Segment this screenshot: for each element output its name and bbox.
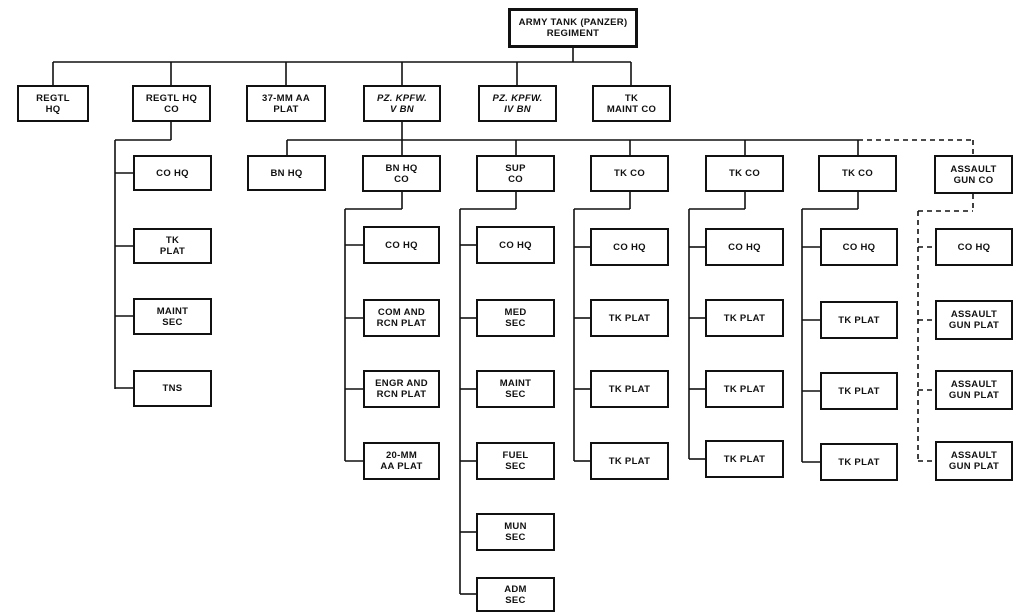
tkco3-co-hq-label: CO HQ bbox=[842, 241, 876, 253]
tkco2-tk-plat-3-label: TK PLAT bbox=[723, 453, 766, 465]
tkco3-tk-plat-1-label: TK PLAT bbox=[838, 314, 880, 326]
regtl-co-hq-box: CO HQ bbox=[133, 155, 212, 191]
bn-hq-co-box: BN HQ CO bbox=[362, 155, 441, 192]
regtl-hq-label: REGTL HQ bbox=[36, 92, 70, 115]
sup-co-box: SUP CO bbox=[476, 155, 555, 192]
tk-maint-co-box: TK MAINT CO bbox=[592, 85, 671, 122]
regtl-tk-plat-box: TK PLAT bbox=[133, 228, 212, 264]
med-sec-box: MED SEC bbox=[476, 299, 555, 337]
pz-kpfw-iv-bn-box: PZ. KPFW. IV BN bbox=[478, 85, 557, 122]
assault-gun-plat-3-box: ASSAULT GUN PLAT bbox=[935, 441, 1013, 481]
mun-sec-box: MUN SEC bbox=[476, 513, 555, 551]
adm-sec-label: ADM SEC bbox=[504, 583, 527, 606]
tkco3-tk-plat-2-label: TK PLAT bbox=[838, 385, 880, 397]
tkco3-tk-plat-3-box: TK PLAT bbox=[820, 443, 898, 481]
regiment-label: ARMY TANK (PANZER) REGIMENT bbox=[518, 17, 628, 39]
aa-plat-20mm-box: 20-MM AA PLAT bbox=[363, 442, 440, 480]
tkco2-co-hq-box: CO HQ bbox=[705, 228, 784, 266]
tkco3-co-hq-box: CO HQ bbox=[820, 228, 898, 266]
regtl-tns-box: TNS bbox=[133, 370, 212, 407]
assault-gun-plat-1-box: ASSAULT GUN PLAT bbox=[935, 300, 1013, 340]
assault-gun-plat-2-label: ASSAULT GUN PLAT bbox=[948, 379, 1000, 401]
aa-plat-20mm-label: 20-MM AA PLAT bbox=[380, 450, 423, 472]
med-sec-label: MED SEC bbox=[504, 307, 527, 329]
supco-co-hq-box: CO HQ bbox=[476, 226, 555, 264]
assault-gun-plat-2-box: ASSAULT GUN PLAT bbox=[935, 370, 1013, 410]
tk-co-1-box: TK CO bbox=[590, 155, 669, 192]
tkco2-tk-plat-2-box: TK PLAT bbox=[705, 370, 784, 408]
regtl-maint-sec-label: MAINT SEC bbox=[156, 305, 189, 328]
regtl-co-hq-label: CO HQ bbox=[156, 167, 189, 179]
regtl-hq-co-box: REGTL HQ CO bbox=[132, 85, 211, 122]
tkco1-tk-plat-3-box: TK PLAT bbox=[590, 442, 669, 480]
assault-gun-plat-1-label: ASSAULT GUN PLAT bbox=[948, 309, 1000, 331]
bn-hq-label: BN HQ bbox=[270, 167, 303, 179]
regiment-box: ARMY TANK (PANZER) REGIMENT bbox=[508, 8, 638, 48]
pz-kpfw-v-bn-label: PZ. KPFW. V BN bbox=[376, 92, 428, 115]
regtl-tns-label: TNS bbox=[162, 383, 183, 394]
tkco2-tk-plat-3-box: TK PLAT bbox=[705, 440, 784, 478]
pz-kpfw-v-bn-box: PZ. KPFW. V BN bbox=[363, 85, 441, 122]
tkco1-tk-plat-3-label: TK PLAT bbox=[608, 455, 651, 467]
tk-co-3-label: TK CO bbox=[841, 168, 874, 179]
bn-hq-box: BN HQ bbox=[247, 155, 326, 191]
engr-rcn-plat-label: ENGR AND RCN PLAT bbox=[375, 378, 428, 400]
agco-co-hq-label: CO HQ bbox=[957, 241, 991, 253]
supco-co-hq-label: CO HQ bbox=[499, 239, 532, 251]
tkco1-tk-plat-2-label: TK PLAT bbox=[608, 383, 651, 395]
bn-hq-co-label: BN HQ CO bbox=[385, 162, 418, 185]
supco-maint-sec-label: MAINT SEC bbox=[499, 378, 532, 400]
assault-gun-co-label: ASSAULT GUN CO bbox=[950, 163, 997, 186]
aa-plat-37mm-box: 37-MM AA PLAT bbox=[246, 85, 326, 122]
tkco1-tk-plat-2-box: TK PLAT bbox=[590, 370, 669, 408]
bnhqco-co-hq-box: CO HQ bbox=[363, 226, 440, 264]
tkco1-tk-plat-1-label: TK PLAT bbox=[608, 312, 651, 324]
fuel-sec-label: FUEL SEC bbox=[502, 450, 529, 472]
tkco3-tk-plat-3-label: TK PLAT bbox=[838, 456, 880, 468]
fuel-sec-box: FUEL SEC bbox=[476, 442, 555, 480]
mun-sec-label: MUN SEC bbox=[504, 521, 527, 543]
tkco2-tk-plat-1-box: TK PLAT bbox=[705, 299, 784, 337]
regtl-maint-sec-box: MAINT SEC bbox=[133, 298, 212, 335]
tk-co-3-box: TK CO bbox=[818, 155, 897, 192]
bnhqco-co-hq-label: CO HQ bbox=[385, 239, 418, 251]
tk-co-2-box: TK CO bbox=[705, 155, 784, 192]
com-rcn-plat-box: COM AND RCN PLAT bbox=[363, 299, 440, 337]
tkco1-co-hq-box: CO HQ bbox=[590, 228, 669, 266]
agco-co-hq-box: CO HQ bbox=[935, 228, 1013, 266]
regtl-hq-box: REGTL HQ bbox=[17, 85, 89, 122]
sup-co-label: SUP CO bbox=[505, 162, 526, 185]
engr-rcn-plat-box: ENGR AND RCN PLAT bbox=[363, 370, 440, 408]
pz-kpfw-iv-bn-label: PZ. KPFW. IV BN bbox=[492, 92, 543, 115]
tkco2-tk-plat-1-label: TK PLAT bbox=[723, 312, 766, 324]
assault-gun-co-box: ASSAULT GUN CO bbox=[934, 155, 1013, 194]
tkco3-tk-plat-2-box: TK PLAT bbox=[820, 372, 898, 410]
regtl-hq-co-label: REGTL HQ CO bbox=[145, 92, 198, 115]
tkco2-co-hq-label: CO HQ bbox=[728, 241, 761, 253]
adm-sec-box: ADM SEC bbox=[476, 577, 555, 612]
com-rcn-plat-label: COM AND RCN PLAT bbox=[376, 307, 427, 329]
assault-gun-plat-3-label: ASSAULT GUN PLAT bbox=[948, 450, 1000, 472]
tk-maint-co-label: TK MAINT CO bbox=[606, 92, 657, 115]
supco-maint-sec-box: MAINT SEC bbox=[476, 370, 555, 408]
regtl-tk-plat-label: TK PLAT bbox=[159, 235, 186, 257]
aa-plat-37mm-label: 37-MM AA PLAT bbox=[262, 92, 310, 115]
tk-co-2-label: TK CO bbox=[728, 168, 761, 179]
tkco1-co-hq-label: CO HQ bbox=[613, 241, 646, 253]
tkco2-tk-plat-2-label: TK PLAT bbox=[723, 383, 766, 395]
tkco1-tk-plat-1-box: TK PLAT bbox=[590, 299, 669, 337]
tkco3-tk-plat-1-box: TK PLAT bbox=[820, 301, 898, 339]
tk-co-1-label: TK CO bbox=[613, 168, 646, 179]
